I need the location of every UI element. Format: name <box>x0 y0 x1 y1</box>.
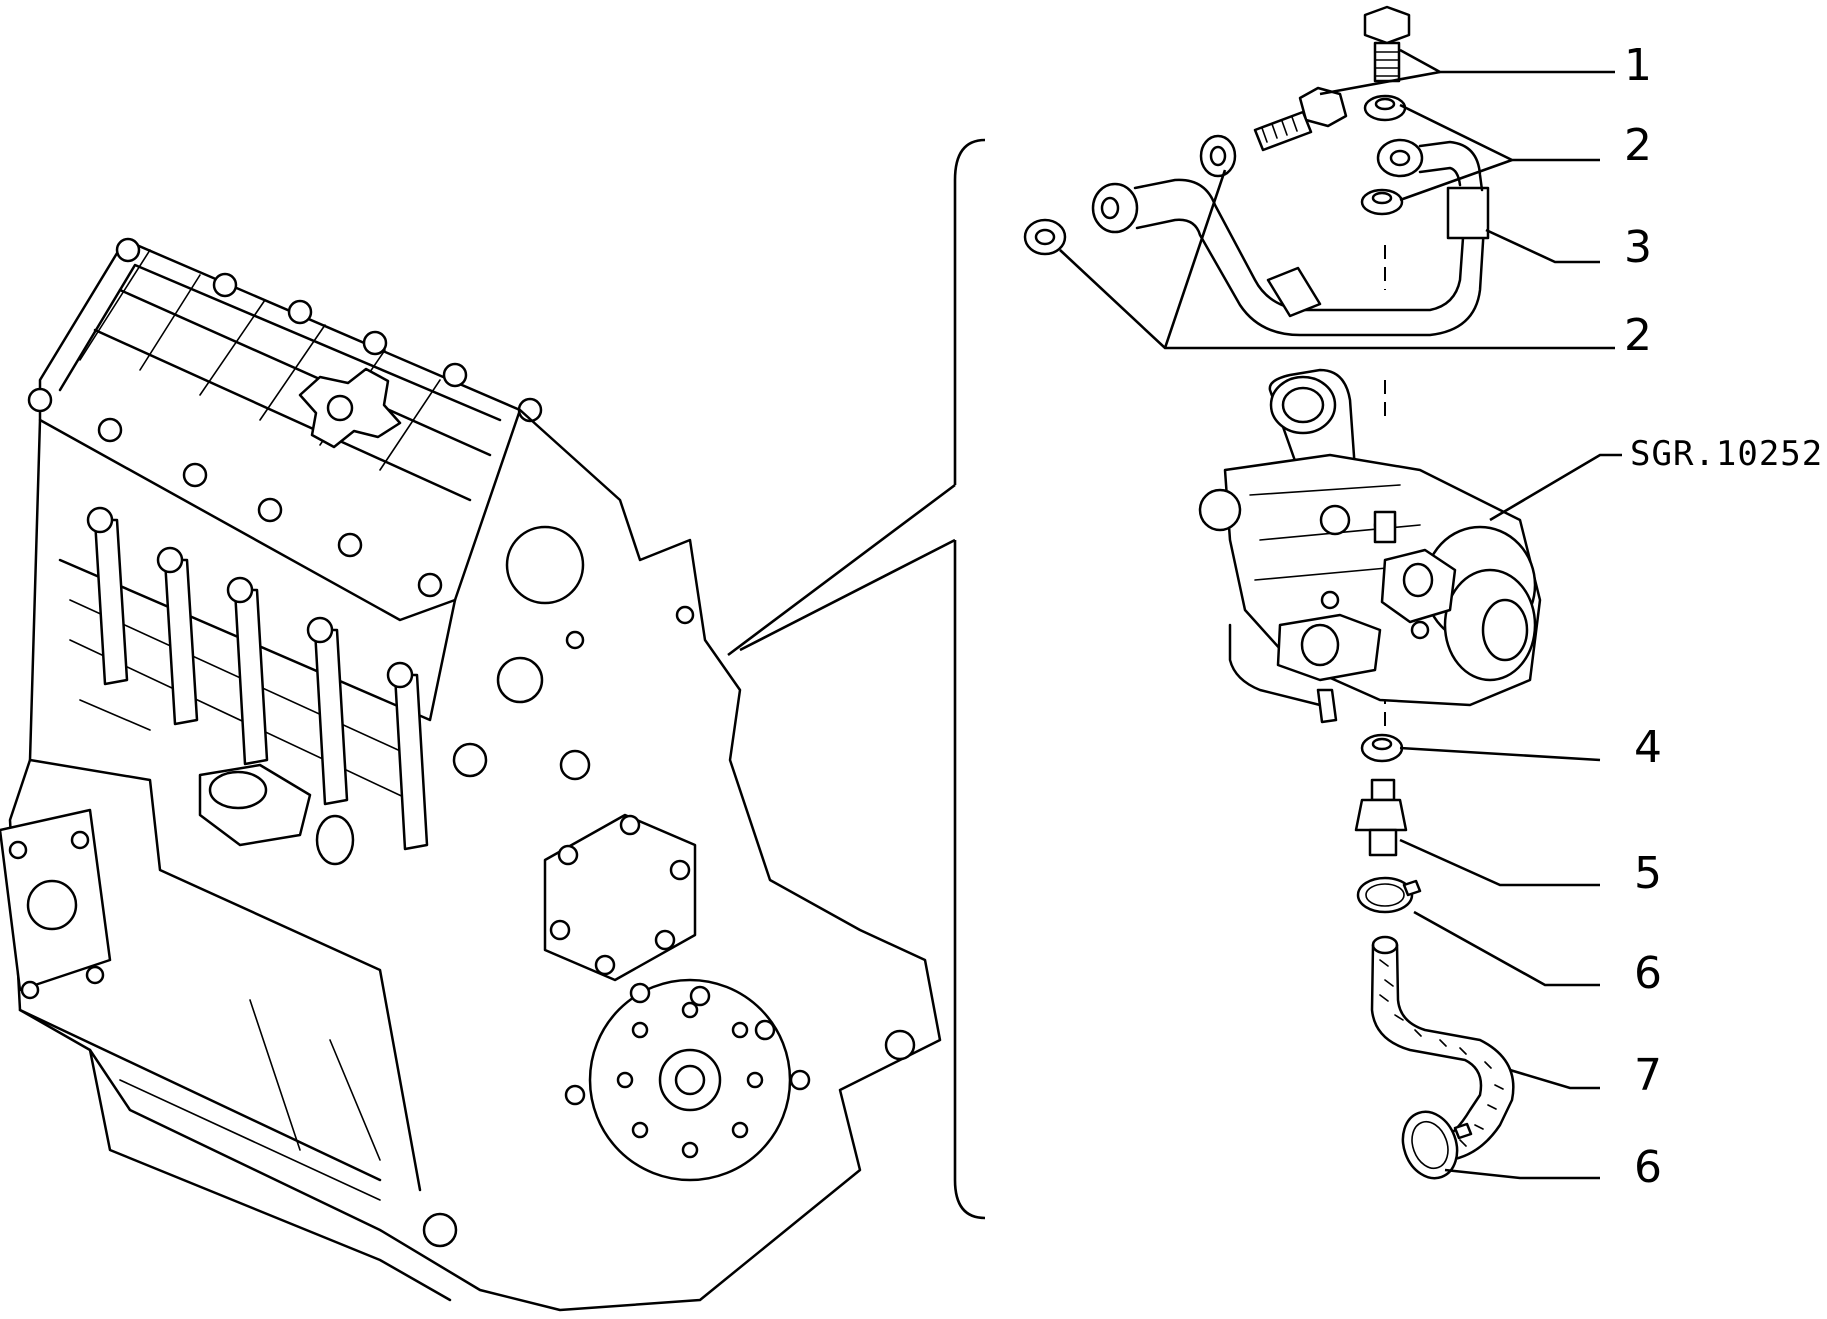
callout-leaders <box>1059 48 1622 1180</box>
callout-5: 5 <box>1634 848 1662 899</box>
callout-2-lower: 2 <box>1624 310 1652 361</box>
part-5-fitting <box>1354 778 1408 857</box>
injection-pump <box>1198 368 1542 724</box>
engine-block-illustration <box>0 237 942 1312</box>
part-3-pipe <box>1091 138 1490 337</box>
callout-4: 4 <box>1634 722 1662 773</box>
part-6-clip-upper <box>1356 876 1422 914</box>
callout-7: 7 <box>1634 1050 1662 1101</box>
reference-code: SGR.10252 <box>1630 434 1823 474</box>
exploded-parts <box>1023 5 1542 1180</box>
part-6-clip-lower <box>1401 1110 1473 1180</box>
callout-6-lower: 6 <box>1634 1142 1662 1193</box>
callout-1: 1 <box>1624 40 1652 91</box>
callout-labels: 1 2 3 2 SGR.10252 4 5 6 7 6 <box>1624 40 1823 1193</box>
callout-3: 3 <box>1624 222 1652 273</box>
callout-6-upper: 6 <box>1634 948 1662 999</box>
part-1-bolt-top <box>1363 5 1411 83</box>
callout-2-upper: 2 <box>1624 120 1652 171</box>
exploded-view-bracket <box>727 138 986 1220</box>
part-1-bolt-side <box>1253 86 1348 152</box>
